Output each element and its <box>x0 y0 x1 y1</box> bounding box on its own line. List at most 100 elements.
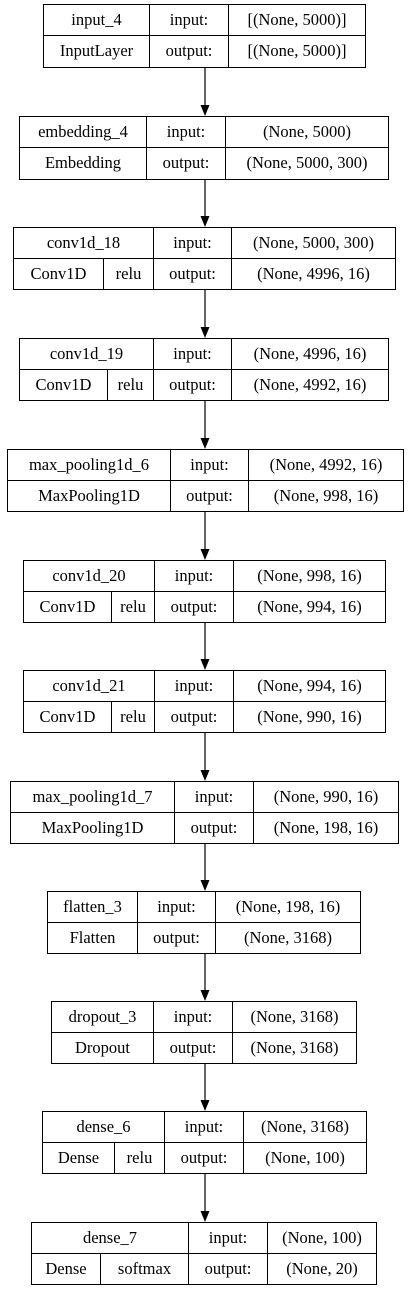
arrowhead-icon <box>200 549 210 560</box>
output-label: output: <box>138 922 216 953</box>
output-shape: (None, 4996, 16) <box>257 263 370 283</box>
layer-activation: relu <box>108 369 154 400</box>
arrowhead-icon <box>200 216 210 227</box>
output-label: output: <box>154 369 232 400</box>
output-shape: (None, 3168) <box>250 1037 339 1057</box>
input-shape: (None, 4996, 16) <box>232 339 388 370</box>
layer-name: input_4 <box>44 5 150 36</box>
output-label: output: <box>147 148 226 179</box>
input-shape: (None, 4992, 16) <box>249 450 403 481</box>
arrowhead-icon <box>200 1100 210 1111</box>
arrowhead-icon <box>200 105 210 116</box>
output-shape: (None, 198, 16) <box>273 817 379 837</box>
output-label: output: <box>171 480 249 511</box>
layer-name: dropout_3 <box>52 1002 154 1033</box>
input-label: input: <box>155 671 234 702</box>
input-label: input: <box>165 1112 244 1143</box>
layer-type: Dense <box>43 1142 115 1173</box>
arrowhead-icon <box>200 880 210 891</box>
layer-type: InputLayer <box>44 36 150 67</box>
layer-type: Embedding <box>20 148 147 179</box>
input-shape: (None, 998, 16) <box>234 561 385 592</box>
arrowhead-icon <box>200 327 210 338</box>
layer-name: max_pooling1d_6 <box>8 450 171 481</box>
input-shape: (None, 5000, 300) <box>232 228 395 259</box>
arrowhead-icon <box>200 438 210 449</box>
layer-activation: relu <box>104 258 154 289</box>
layer-activation: relu <box>112 701 155 732</box>
input-shape: (None, 3168) <box>233 1002 356 1033</box>
arrowhead-icon <box>200 1211 210 1222</box>
layer-type: Conv1D <box>20 369 108 400</box>
layer-name: conv1d_20 <box>24 561 155 592</box>
layer-name: flatten_3 <box>48 892 138 923</box>
input-shape: (None, 100) <box>268 1223 376 1254</box>
input-label: input: <box>154 339 232 370</box>
output-shape: [(None, 5000)] <box>247 41 347 61</box>
layer-type: Conv1D <box>14 258 104 289</box>
output-shape: (None, 4992, 16) <box>253 374 367 394</box>
layer-name: conv1d_19 <box>20 339 154 370</box>
output-label: output: <box>155 701 234 732</box>
arrowhead-icon <box>200 770 210 781</box>
input-label: input: <box>147 117 226 148</box>
input-label: input: <box>155 561 234 592</box>
layer-name: max_pooling1d_7 <box>11 782 175 813</box>
layer-type: MaxPooling1D <box>8 480 171 511</box>
output-shape: (None, 5000, 300) <box>246 153 368 173</box>
layer-type: Conv1D <box>24 591 112 622</box>
output-label: output: <box>165 1142 244 1173</box>
input-shape: (None, 990, 16) <box>254 782 398 813</box>
layer-name: dense_7 <box>32 1223 189 1254</box>
layer-type: MaxPooling1D <box>11 812 175 843</box>
output-label: output: <box>189 1253 268 1284</box>
layer-name: embedding_4 <box>20 117 147 148</box>
output-label: output: <box>154 1032 233 1063</box>
input-label: input: <box>154 228 232 259</box>
input-shape: (None, 5000) <box>226 117 388 148</box>
output-label: output: <box>154 258 232 289</box>
layer-name: conv1d_21 <box>24 671 155 702</box>
output-shape: (None, 998, 16) <box>273 485 379 505</box>
layer-activation: relu <box>112 591 155 622</box>
input-label: input: <box>171 450 249 481</box>
output-label: output: <box>175 812 254 843</box>
input-shape: (None, 994, 16) <box>234 671 385 702</box>
arrowhead-icon <box>200 659 210 670</box>
layer-name: conv1d_18 <box>14 228 154 259</box>
output-shape: (None, 990, 16) <box>257 706 362 726</box>
input-shape: [(None, 5000)] <box>229 5 365 36</box>
output-shape: (None, 20) <box>286 1258 358 1278</box>
layer-type: Flatten <box>48 922 138 953</box>
layer-activation: softmax <box>101 1253 189 1284</box>
layer-activation: relu <box>115 1142 165 1173</box>
input-label: input: <box>138 892 216 923</box>
input-shape: (None, 198, 16) <box>216 892 360 923</box>
arrowhead-icon <box>200 990 210 1001</box>
input-label: input: <box>189 1223 268 1254</box>
layer-type: Conv1D <box>24 701 112 732</box>
output-shape: (None, 994, 16) <box>257 596 362 616</box>
input-label: input: <box>175 782 254 813</box>
input-shape: (None, 3168) <box>244 1112 366 1143</box>
input-label: input: <box>150 5 229 36</box>
input-label: input: <box>154 1002 233 1033</box>
output-shape: (None, 3168) <box>244 927 332 947</box>
output-label: output: <box>150 36 229 67</box>
output-label: output: <box>155 591 234 622</box>
output-shape: (None, 100) <box>265 1147 345 1167</box>
layer-name: dense_6 <box>43 1112 165 1143</box>
